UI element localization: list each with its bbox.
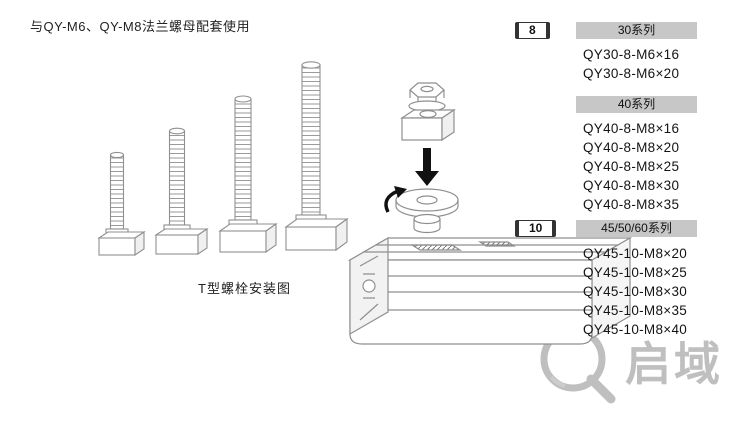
part-number: QY40-8-M8×20 — [583, 140, 680, 155]
parts-list: 8 30系列 QY30-8-M6×16 QY30-8-M6×20 40系列 QY… — [515, 20, 747, 360]
collar-cylinder — [413, 213, 441, 234]
profile-rail — [347, 236, 633, 345]
t-bolt-size2 — [154, 127, 209, 256]
assembly-drawing — [347, 82, 633, 345]
square-nut — [400, 108, 456, 142]
part-number: QY40-8-M8×16 — [583, 121, 680, 136]
series-header-30: 30系列 — [576, 22, 697, 39]
part-number: QY40-8-M8×30 — [583, 178, 680, 193]
part-number: QY45-10-M8×35 — [583, 303, 688, 318]
part-number-list-30: QY30-8-M6×16 QY30-8-M6×20 — [583, 45, 679, 83]
t-bolt-size1 — [97, 151, 146, 257]
diagram-caption: T型螺栓安装图 — [198, 281, 291, 296]
part-number: QY45-10-M8×20 — [583, 246, 688, 261]
hex-flange-nut — [408, 82, 446, 112]
part-number: QY40-8-M8×35 — [583, 197, 680, 212]
usage-note: 与QY-M6、QY-M8法兰螺母配套使用 — [30, 19, 250, 34]
series-header-45-50-60: 45/50/60系列 — [576, 220, 697, 237]
part-number: QY45-10-M8×30 — [583, 284, 688, 299]
slot-size-badge-10: 10 — [515, 220, 557, 237]
part-number: QY40-8-M8×25 — [583, 159, 680, 174]
series-header-40: 40系列 — [576, 96, 697, 113]
part-number: QY45-10-M8×25 — [583, 265, 688, 280]
part-number: QY30-8-M6×20 — [583, 66, 680, 81]
t-bolts-drawing — [97, 61, 349, 257]
flange-washer — [395, 188, 459, 218]
slot-nut-in-slot — [478, 241, 516, 247]
t-bolt-size4 — [284, 61, 349, 252]
down-arrow — [415, 148, 439, 186]
part-number-list-45: QY45-10-M8×20 QY45-10-M8×25 QY45-10-M8×3… — [583, 244, 687, 339]
part-number: QY30-8-M6×16 — [583, 47, 680, 62]
rotate-arrow — [384, 186, 407, 213]
t-bolt-head-in-slot — [409, 244, 463, 251]
slot-size-badge-8: 8 — [515, 22, 550, 39]
t-bolt-size3 — [218, 95, 278, 254]
part-number: QY45-10-M8×40 — [583, 322, 688, 337]
part-number-list-40: QY40-8-M8×16 QY40-8-M8×20 QY40-8-M8×25 Q… — [583, 119, 679, 214]
brand-name: 启域 — [625, 338, 723, 390]
